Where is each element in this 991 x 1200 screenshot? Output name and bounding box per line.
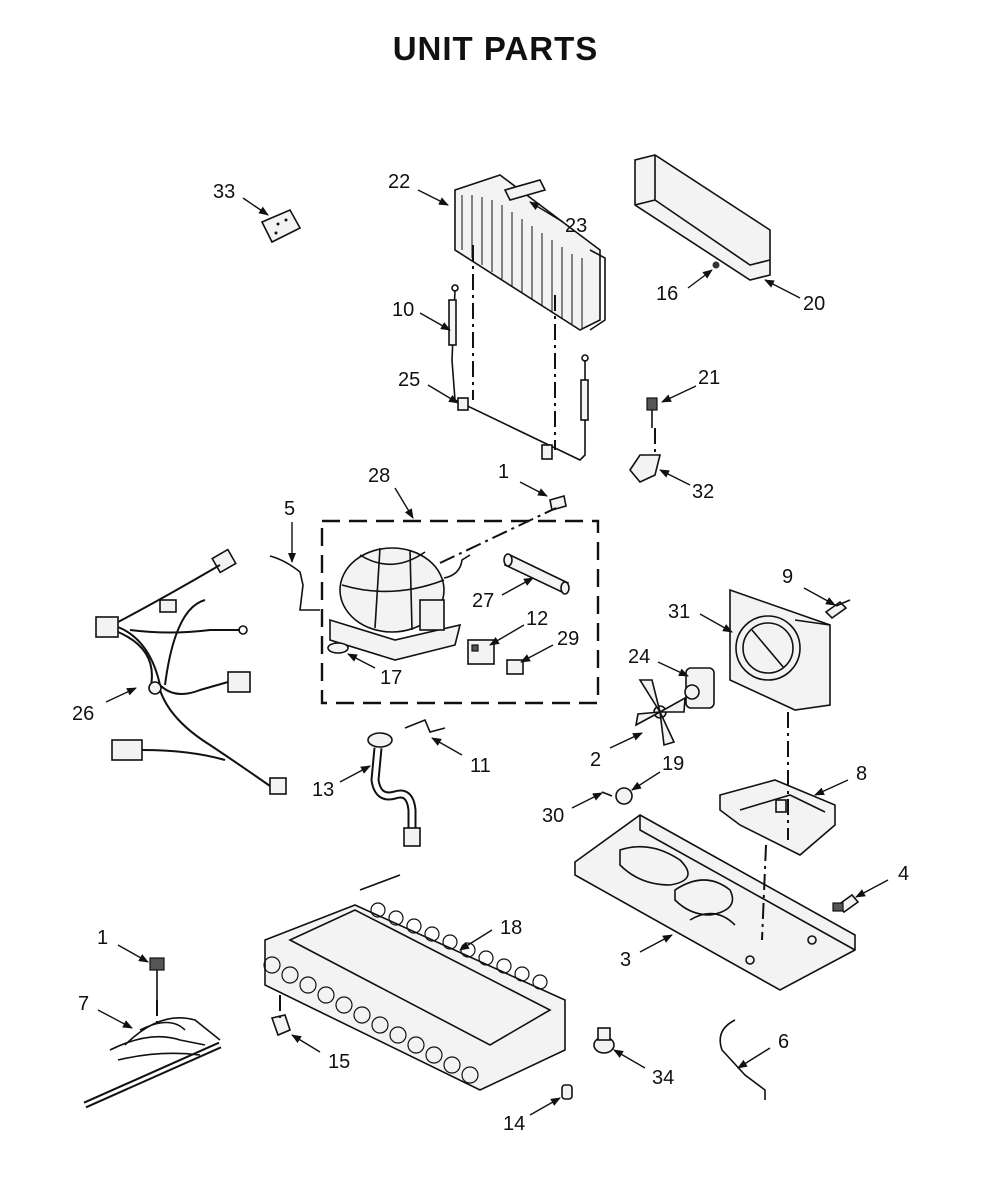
callout-23: 23 (565, 215, 587, 237)
callout-21: 21 (698, 367, 720, 389)
part-30-pin (601, 791, 613, 797)
callout-1-lower: 1 (97, 927, 108, 949)
callout-18: 18 (500, 917, 522, 939)
part-8-bracket (719, 779, 836, 856)
callout-2: 2 (590, 749, 601, 771)
callout-5: 5 (284, 498, 295, 520)
part-17-compressor (327, 547, 471, 661)
part-16-screw (712, 261, 720, 269)
callout-19: 19 (662, 753, 684, 775)
part-2-fan-blade (634, 679, 686, 747)
callout-14: 14 (503, 1113, 525, 1135)
part-5-wire (269, 555, 320, 611)
part-11-clip (404, 718, 446, 733)
part-22-evaporator (454, 174, 606, 331)
callout-4: 4 (898, 863, 909, 885)
callout-1-upper: 1 (498, 461, 509, 483)
callout-labels: 33 22 23 16 20 10 25 21 32 28 1 5 27 12 … (72, 171, 909, 1135)
callout-13: 13 (312, 779, 334, 801)
callout-11: 11 (470, 755, 491, 777)
part-26-harness (95, 548, 287, 795)
part-18-condenser (263, 874, 566, 1091)
part-23-tag (503, 179, 547, 201)
callout-8: 8 (856, 763, 867, 785)
callout-25: 25 (398, 369, 420, 391)
callout-30: 30 (542, 805, 564, 827)
part-27-drier (503, 553, 570, 595)
part-14-plug (561, 1084, 573, 1100)
part-10-tube (448, 284, 459, 361)
part-4-screw (832, 893, 860, 914)
part-31-fan-shroud (729, 588, 831, 711)
part-24-fan-motor (684, 667, 715, 709)
callout-28: 28 (368, 465, 390, 487)
part-19-grommet (615, 787, 633, 805)
callout-16: 16 (656, 283, 678, 305)
callout-32: 32 (692, 481, 714, 503)
part-21-screw (646, 397, 658, 428)
part-6-wire (719, 1019, 766, 1100)
callout-3: 3 (620, 949, 631, 971)
callout-31: 31 (668, 601, 690, 623)
part-33-plate (260, 208, 302, 244)
callout-15: 15 (328, 1051, 350, 1073)
callout-29: 29 (557, 628, 579, 650)
part-34-connector (593, 1027, 615, 1054)
part-28-compressor-box (320, 519, 600, 705)
callout-7: 7 (78, 993, 89, 1015)
callout-22: 22 (388, 171, 410, 193)
part-1-fitting-upper (549, 494, 567, 512)
part-12-relay (467, 639, 495, 665)
part-1-screw-lower (149, 957, 165, 1000)
part-13-drain-tube (367, 732, 421, 847)
page-title: UNIT PARTS (392, 30, 599, 67)
callout-10: 10 (392, 299, 414, 321)
part-7-wire-harness (83, 1017, 222, 1109)
callout-33: 33 (213, 181, 235, 203)
part-3-base-plate (574, 814, 856, 991)
part-20-cover (634, 154, 771, 281)
callout-6: 6 (778, 1031, 789, 1053)
callout-17: 17 (380, 667, 402, 689)
callout-26: 26 (72, 703, 94, 725)
callout-24: 24 (628, 646, 650, 668)
alignment-lines (156, 245, 789, 1028)
callout-20: 20 (803, 293, 825, 315)
part-29-cap (506, 659, 524, 675)
part-25-loop-tube (451, 354, 589, 461)
callout-27: 27 (472, 590, 494, 612)
callout-9: 9 (782, 566, 793, 588)
callout-34: 34 (652, 1067, 674, 1089)
callout-leaders (97, 189, 889, 1116)
callout-12: 12 (526, 608, 548, 630)
part-32-bracket (629, 454, 662, 483)
